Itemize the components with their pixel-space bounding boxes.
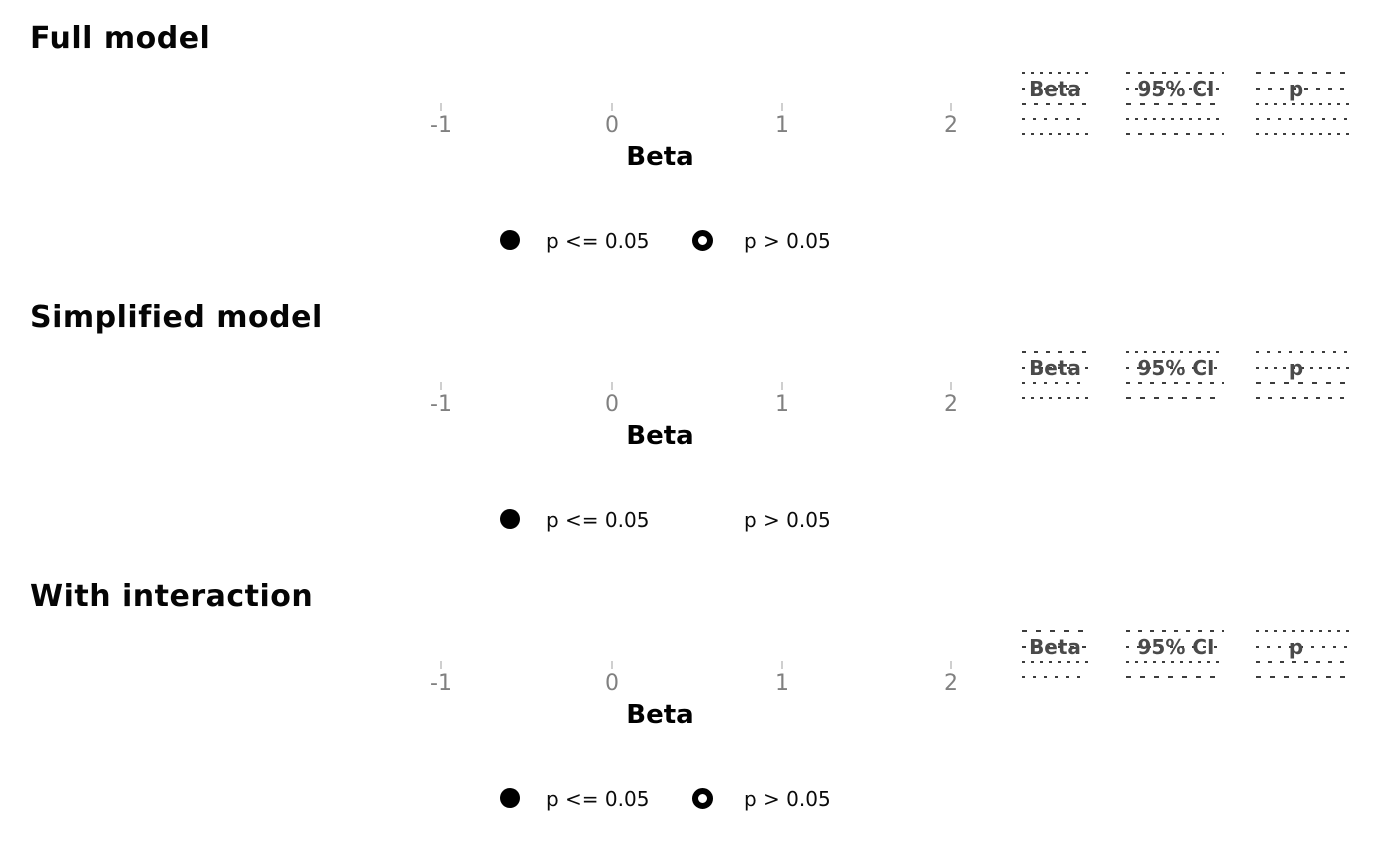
table-header-beta: Beta	[1029, 77, 1081, 101]
x-axis-tick-mark	[611, 661, 613, 669]
table-header-ci: 95% CI	[1137, 635, 1215, 659]
panel-with-interaction: With interaction -1 0 1 2 Beta p <= 0.05…	[0, 558, 1400, 866]
x-axis-tick-mark	[611, 103, 613, 111]
table-header-beta: Beta	[1029, 356, 1081, 380]
illegible-table-row	[0, 382, 1400, 384]
table-header-p: p	[1288, 635, 1304, 659]
illegible-table-row	[0, 133, 1400, 135]
x-axis-tick-label: 1	[775, 392, 789, 417]
x-axis-tick-mark	[781, 103, 783, 111]
legend-open-circle-icon	[692, 788, 713, 809]
illegible-table-row	[0, 103, 1400, 105]
illegible-table-row	[0, 397, 1400, 399]
x-axis-title: Beta	[626, 142, 694, 172]
legend-open-circle-icon	[692, 230, 713, 251]
panel-title: Full model	[30, 21, 211, 56]
x-axis-tick-label: 1	[775, 113, 789, 138]
x-axis-tick-label: 0	[605, 392, 619, 417]
x-axis-title: Beta	[626, 700, 694, 730]
x-axis-tick-label: -1	[430, 113, 452, 138]
table-header-p: p	[1288, 356, 1304, 380]
x-axis-tick-mark	[781, 382, 783, 390]
table-header-ci: 95% CI	[1137, 356, 1215, 380]
legend-filled-circle-icon	[500, 509, 520, 529]
illegible-table-row	[0, 118, 1400, 120]
x-axis-tick-mark	[440, 661, 442, 669]
table-header-p: p	[1288, 77, 1304, 101]
legend-filled-circle-icon	[500, 230, 520, 250]
table-header-ci: 95% CI	[1137, 77, 1215, 101]
illegible-table-row	[0, 351, 1400, 353]
x-axis-title: Beta	[626, 421, 694, 451]
legend-filled-circle-icon	[500, 788, 520, 808]
legend-label-nonsignificant: p > 0.05	[744, 229, 831, 253]
panel-full-model: Full model -1 0 1 2 Beta p <= 0.05 p > 0…	[0, 0, 1400, 279]
legend-label-significant: p <= 0.05	[546, 508, 650, 532]
legend-label-nonsignificant: p > 0.05	[744, 508, 831, 532]
illegible-table-row	[0, 88, 1400, 90]
legend-label-nonsignificant: p > 0.05	[744, 787, 831, 811]
x-axis-tick-mark	[950, 661, 952, 669]
panel-title: Simplified model	[30, 300, 323, 335]
x-axis-tick-mark	[611, 382, 613, 390]
x-axis-tick-mark	[440, 382, 442, 390]
illegible-table-row	[0, 661, 1400, 663]
x-axis-tick-mark	[950, 382, 952, 390]
illegible-table-row	[0, 676, 1400, 678]
x-axis-tick-mark	[440, 103, 442, 111]
panel-title: With interaction	[30, 579, 314, 614]
illegible-table-row	[0, 646, 1400, 648]
panel-simplified-model: Simplified model -1 0 1 2 Beta p <= 0.05…	[0, 279, 1400, 558]
illegible-table-row	[0, 367, 1400, 369]
x-axis-tick-label: -1	[430, 671, 452, 696]
table-header-beta: Beta	[1029, 635, 1081, 659]
x-axis-tick-label: 0	[605, 113, 619, 138]
x-axis-tick-mark	[950, 103, 952, 111]
illegible-table-row	[0, 72, 1400, 74]
x-axis-tick-label: 1	[775, 671, 789, 696]
x-axis-tick-label: 0	[605, 671, 619, 696]
legend-label-significant: p <= 0.05	[546, 787, 650, 811]
legend-label-significant: p <= 0.05	[546, 229, 650, 253]
x-axis-tick-label: 2	[944, 113, 958, 138]
x-axis-tick-label: -1	[430, 392, 452, 417]
x-axis-tick-mark	[781, 661, 783, 669]
illegible-table-row	[0, 630, 1400, 632]
x-axis-tick-label: 2	[944, 392, 958, 417]
x-axis-tick-label: 2	[944, 671, 958, 696]
